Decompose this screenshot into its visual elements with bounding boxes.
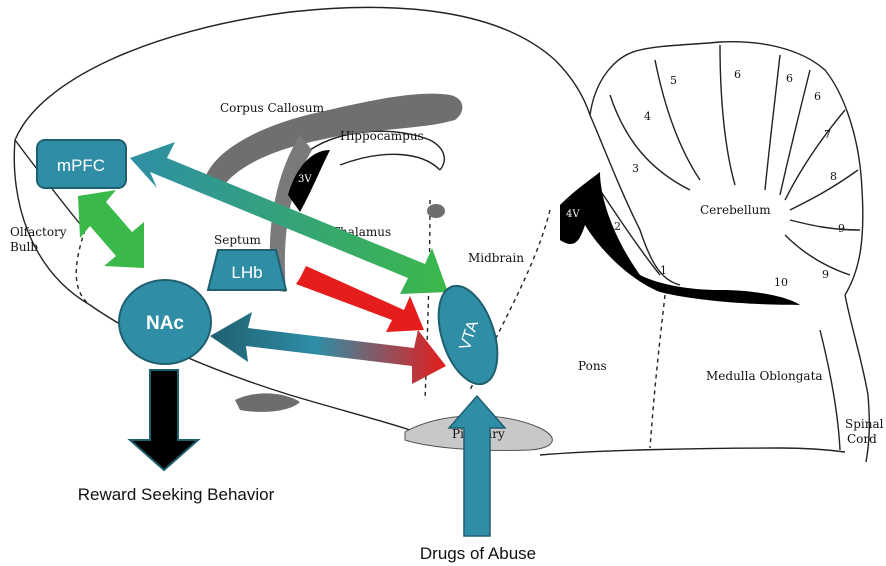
mpfc-label: mPFC (57, 156, 105, 175)
brain-outline (13, 6, 871, 463)
lobule-label: 6 (786, 72, 793, 85)
third-ventricle-shape (288, 150, 330, 212)
label-spinal-line2: Cord (847, 432, 877, 446)
reward-arrow (127, 369, 201, 472)
lobule-label: 6 (734, 68, 741, 81)
lobule-label: 3 (632, 162, 639, 175)
mpfc-node: mPFC (36, 139, 127, 189)
label-medulla: Medulla Oblongata (706, 369, 823, 383)
lobule-label: 6 (814, 90, 821, 103)
lobule-label: 9 (838, 222, 845, 235)
label-fourth-ventricle-upper: 4V (566, 209, 580, 220)
label-corpus-callosum: Corpus Callosum (220, 101, 325, 115)
nac-node: NAc (118, 279, 212, 365)
label-cerebellum: Cerebellum (700, 203, 771, 217)
label-septum: Septum (214, 233, 262, 247)
lobule-label: 10 (774, 276, 788, 289)
lhb-node: LHb (206, 249, 288, 291)
label-third-ventricle: 3V (298, 174, 312, 185)
lobule-label: 2 (614, 220, 621, 233)
drugs-caption: Drugs of Abuse (420, 544, 536, 563)
corpus-callosum-shape (205, 93, 463, 188)
fourth-ventricle-shape (560, 172, 800, 305)
lobule-label: 5 (670, 74, 677, 87)
label-fourth-ventricle-lower: 4V (698, 274, 712, 285)
anterior-commissure-shape (427, 204, 445, 218)
label-olfactory-line2: Bulb (10, 240, 38, 254)
label-pons: Pons (578, 359, 607, 373)
fornix-shape (269, 135, 312, 292)
mpfc-vta-arrow (130, 142, 448, 294)
nac-vta-arrow (210, 312, 446, 384)
lobule-label: 7 (824, 128, 831, 141)
lobule-label: 8 (830, 170, 837, 183)
lobule-label: 4 (644, 110, 651, 123)
label-spinal-line1: Spinal (845, 417, 884, 431)
optic-chiasm-shape (235, 393, 300, 412)
nac-label: NAc (146, 313, 184, 334)
reward-caption: Reward Seeking Behavior (78, 485, 275, 504)
cerebellar-lobule-labels: 5 6 6 6 4 7 3 8 2 9 1 9 10 (614, 68, 845, 289)
lobule-label: 1 (660, 264, 667, 277)
lhb-vta-arrow (296, 266, 424, 332)
label-midbrain: Midbrain (468, 251, 524, 265)
vta-node: VTA (437, 284, 499, 386)
drugs-arrow (447, 394, 507, 537)
lobule-label: 9 (822, 268, 829, 281)
lhb-label: LHb (231, 263, 262, 282)
label-hippocampus: Hippocampus (340, 129, 424, 143)
label-olfactory-line1: Olfactory (10, 225, 67, 239)
mpfc-nac-arrow (78, 190, 144, 268)
